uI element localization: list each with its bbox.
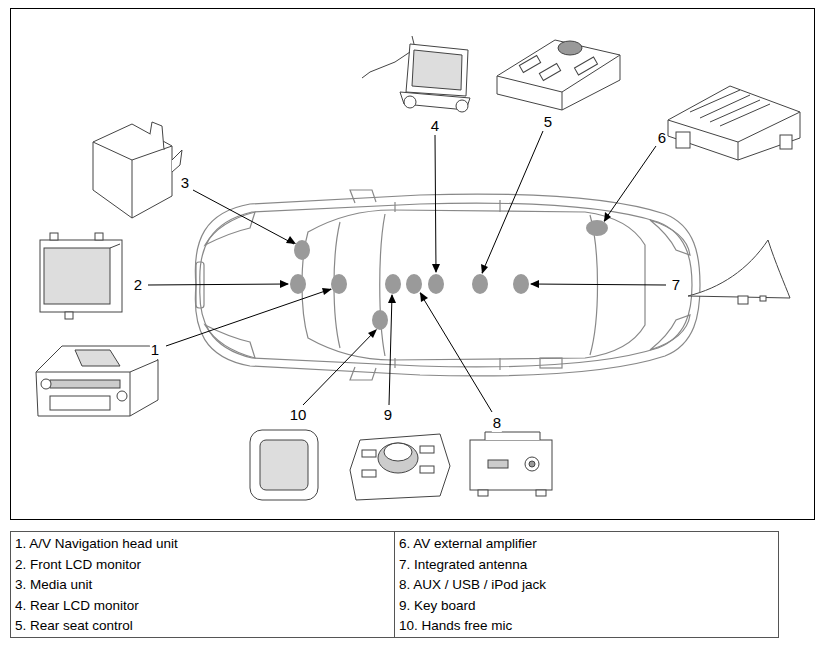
callout-number: 10 bbox=[289, 406, 308, 424]
callout-number: 5 bbox=[543, 113, 553, 131]
table-cell: 8. AUX / USB / iPod jack bbox=[399, 576, 546, 594]
table-cell: 2. Front LCD monitor bbox=[15, 556, 141, 574]
table-cell: 7. Integrated antenna bbox=[399, 556, 527, 574]
callout-number: 6 bbox=[657, 129, 667, 147]
table-cell: 6. AV external amplifier bbox=[399, 535, 537, 553]
table-cell: 1. A/V Navigation head unit bbox=[15, 535, 178, 553]
callout-number: 7 bbox=[671, 276, 681, 294]
callout-number: 9 bbox=[383, 406, 393, 424]
table-cell: 5. Rear seat control bbox=[15, 617, 133, 635]
table-cell: 9. Key board bbox=[399, 597, 476, 615]
table-cell: 4. Rear LCD monitor bbox=[15, 597, 139, 615]
callout-number: 1 bbox=[150, 341, 160, 359]
callout-number: 3 bbox=[180, 174, 190, 192]
table-cell: 3. Media unit bbox=[15, 576, 92, 594]
table-cell: 10. Hands free mic bbox=[399, 617, 512, 635]
callout-number: 2 bbox=[133, 276, 143, 294]
callout-number: 8 bbox=[492, 414, 502, 432]
callout-number: 4 bbox=[430, 117, 440, 135]
